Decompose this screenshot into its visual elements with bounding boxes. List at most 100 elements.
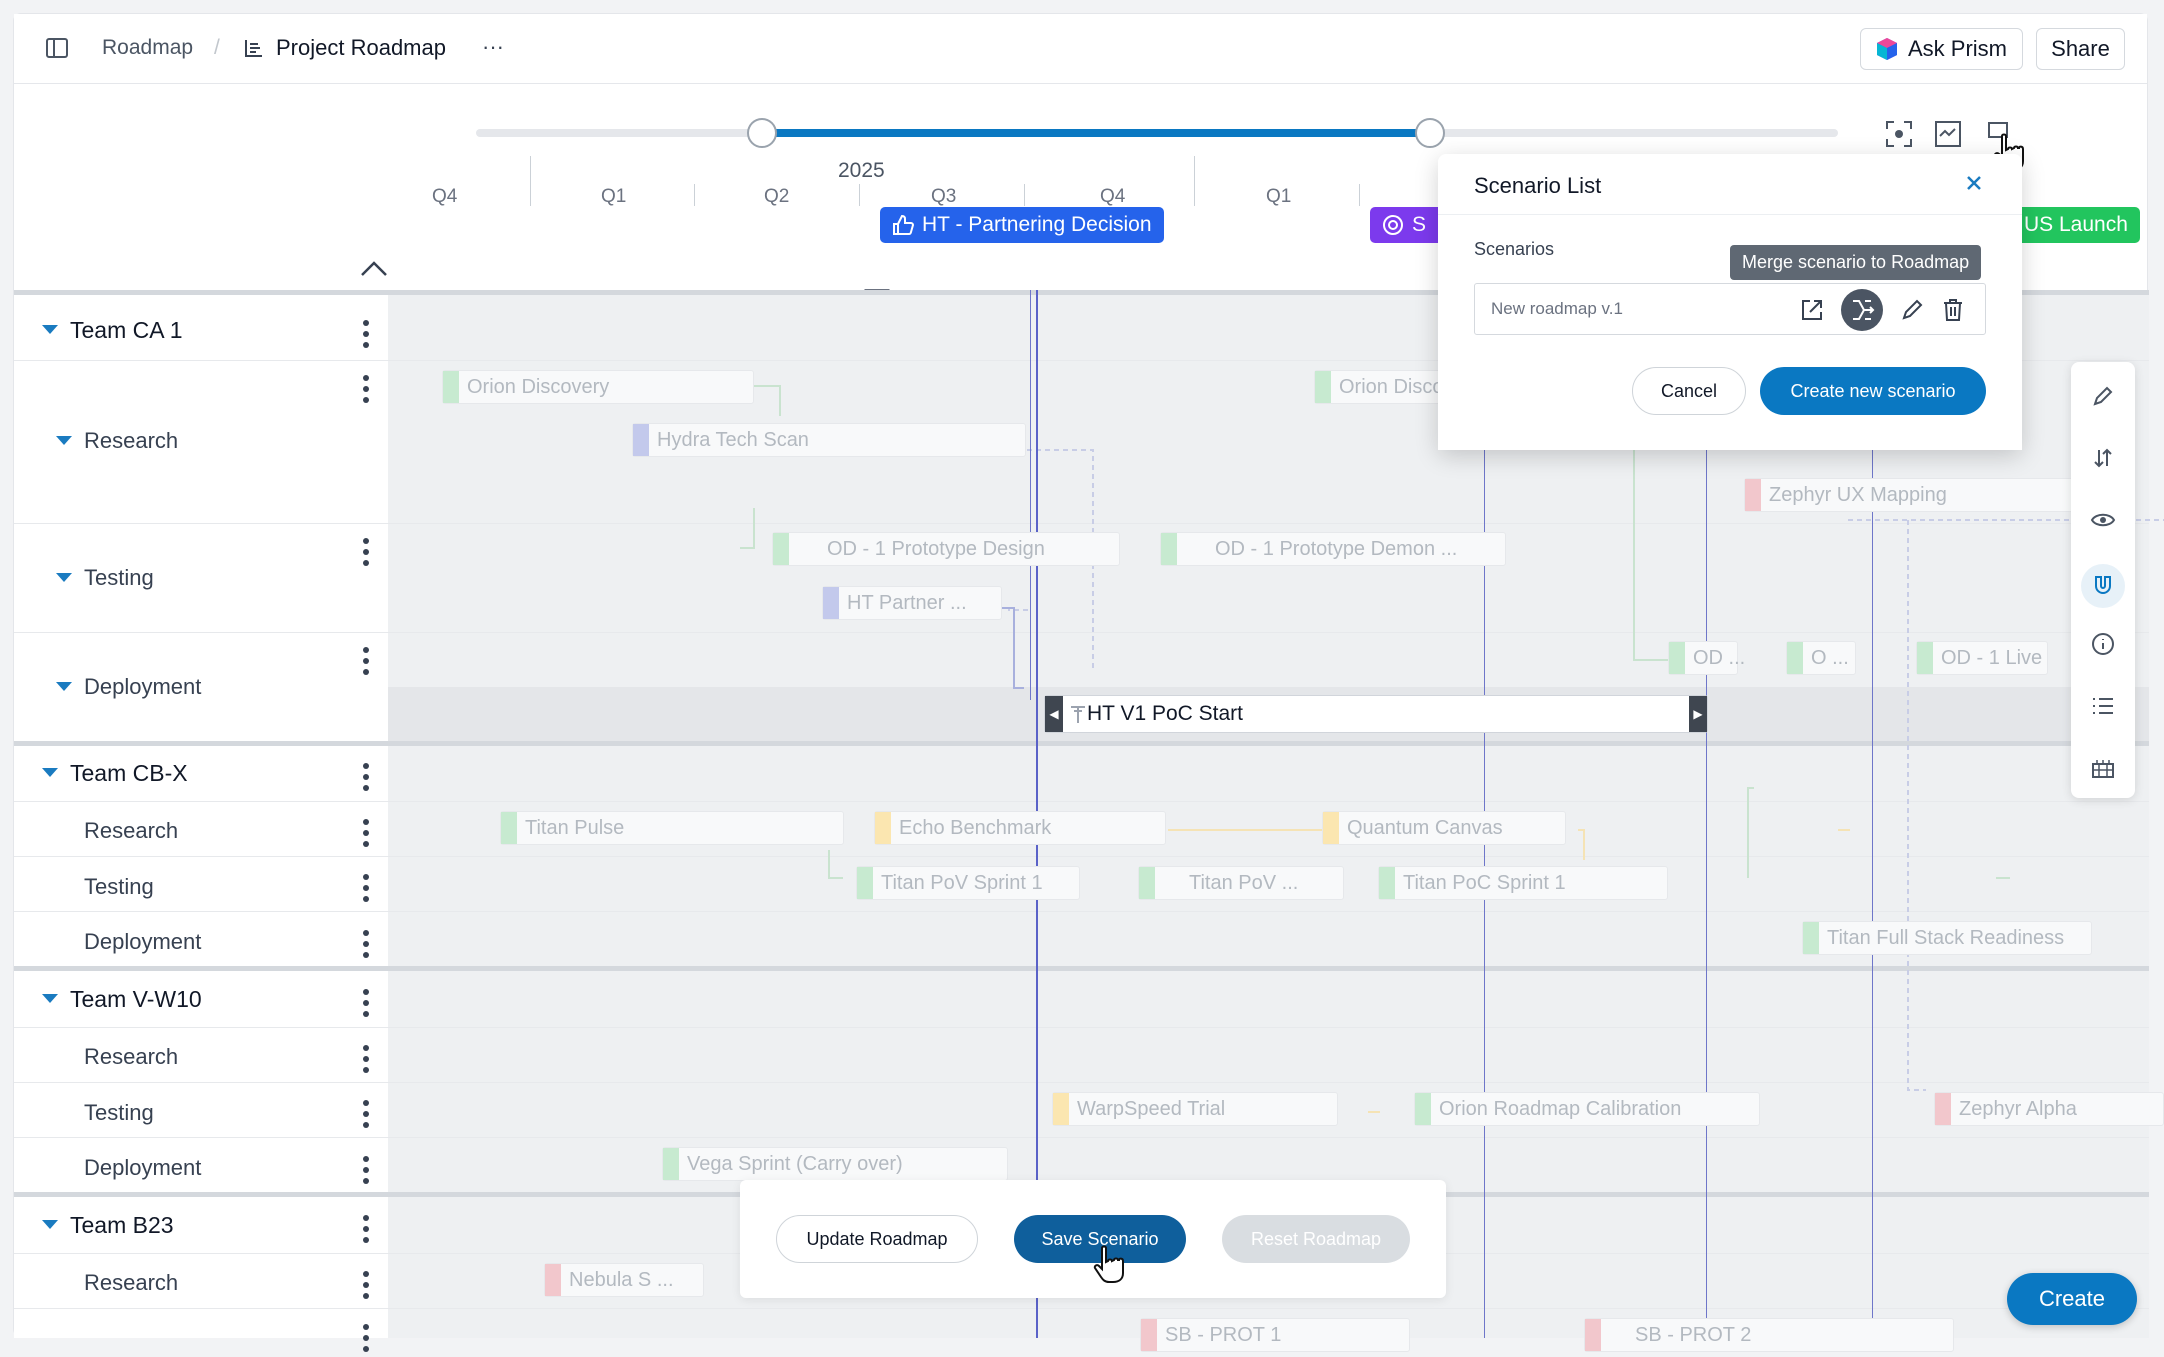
range-end-handle[interactable] (1415, 118, 1445, 148)
task-bar[interactable]: Orion Discovery (442, 370, 754, 404)
task-bar[interactable]: Hydra Tech Scan (632, 423, 1026, 457)
task-bar[interactable]: Titan PoV ... (1138, 866, 1344, 900)
task-bar[interactable]: Titan PoC Sprint 1 (1378, 866, 1668, 900)
task-bar[interactable]: Vega Sprint (Carry over) (662, 1147, 1008, 1181)
reset-roadmap-button[interactable]: Reset Roadmap (1222, 1215, 1410, 1263)
share-button[interactable]: Share (2036, 28, 2125, 70)
edit-icon[interactable] (1899, 297, 1925, 323)
expand-triangle-icon[interactable] (42, 1220, 58, 1229)
row-menu-icon[interactable] (363, 1156, 369, 1189)
row-menu-icon[interactable] (363, 819, 369, 852)
task-bar[interactable]: WarpSpeed Trial (1052, 1092, 1338, 1126)
expand-triangle-icon[interactable] (42, 994, 58, 1003)
info-icon (2092, 633, 2114, 655)
divider (14, 632, 388, 633)
expand-triangle-icon[interactable] (42, 325, 58, 334)
task-bar[interactable]: HT Partner ... (822, 586, 1002, 620)
capacity-tool[interactable] (2085, 750, 2121, 786)
divider (388, 290, 2149, 295)
row-menu-icon[interactable] (363, 647, 369, 680)
merge-scenario-button[interactable] (1841, 289, 1883, 331)
sort-tool[interactable] (2085, 440, 2121, 476)
task-bar[interactable]: Zephyr Alpha (1934, 1092, 2164, 1126)
breadcrumb-roadmap[interactable]: Roadmap (102, 36, 194, 59)
row-menu-icon[interactable] (363, 1045, 369, 1078)
sort-icon (2094, 448, 2112, 468)
task-bar[interactable]: Orion Roadmap Calibration (1414, 1092, 1760, 1126)
scenario-name: New roadmap v.1 (1491, 299, 1623, 318)
delete-icon[interactable] (1941, 297, 1965, 323)
team-menu-icon[interactable] (363, 1215, 369, 1248)
task-bar-ht-v1-poc[interactable]: ◀ HT V1 PoC Start ▶ (1044, 695, 1708, 733)
expand-triangle-icon[interactable] (56, 436, 72, 445)
task-bar[interactable]: OD - 1 Prototype Design (772, 532, 1120, 566)
task-bar[interactable]: OD - 1 Live (1916, 641, 2048, 675)
list-tool[interactable] (2085, 688, 2121, 724)
quarter-label: Q1 (1266, 186, 1292, 207)
milestone-label: HT - Partnering Decision (922, 213, 1152, 236)
row-menu-icon[interactable] (363, 375, 369, 408)
task-label: O ... (1811, 646, 1849, 669)
task-label: Echo Benchmark (899, 816, 1052, 839)
scenario-item[interactable]: New roadmap v.1 (1474, 283, 1986, 335)
milestone-label: US Launch (2024, 213, 2128, 236)
magnet-tool[interactable] (2081, 564, 2125, 608)
collapse-chevron-icon[interactable] (359, 260, 389, 278)
magnet-icon (2095, 576, 2111, 594)
task-bar[interactable]: Titan Full Stack Readiness (1802, 921, 2092, 955)
row-menu-icon[interactable] (363, 930, 369, 963)
row-menu-icon[interactable] (363, 538, 369, 571)
milestone-ht-partnering-decision[interactable]: HT - Partnering Decision (880, 207, 1164, 243)
task-bar[interactable]: SB - PROT 2 (1584, 1318, 1954, 1352)
quarter-label: Q3 (931, 186, 957, 207)
task-bar[interactable]: SB - PROT 1 (1140, 1318, 1410, 1352)
ask-prism-button[interactable]: Ask Prism (1860, 28, 2023, 70)
divider (14, 1082, 388, 1083)
save-scenario-button[interactable]: Save Scenario (1014, 1215, 1186, 1263)
resize-left-handle[interactable]: ◀ (1045, 696, 1063, 732)
task-bar[interactable]: Nebula S ... (544, 1263, 704, 1297)
team-menu-icon[interactable] (363, 989, 369, 1022)
task-bar[interactable]: O ... (1786, 641, 1856, 675)
create-new-scenario-button[interactable]: Create new scenario (1760, 367, 1986, 415)
row-menu-icon[interactable] (363, 1324, 369, 1357)
task-bar[interactable]: Quantum Canvas (1322, 811, 1566, 845)
update-roadmap-button[interactable]: Update Roadmap (776, 1215, 978, 1263)
expand-triangle-icon[interactable] (42, 768, 58, 777)
open-external-icon[interactable] (1799, 297, 1825, 323)
task-bar[interactable]: Zephyr UX Mapping (1744, 478, 2124, 512)
more-options-button[interactable]: ··· (482, 34, 504, 59)
compare-icon[interactable] (1934, 120, 1962, 148)
expand-triangle-icon[interactable] (56, 682, 72, 691)
task-bar[interactable]: Orion Disco (1314, 370, 1454, 404)
row-menu-icon[interactable] (363, 1100, 369, 1133)
range-start-handle[interactable] (747, 118, 777, 148)
expand-triangle-icon[interactable] (56, 573, 72, 582)
team-menu-icon[interactable] (363, 320, 369, 353)
scenario-icon[interactable] (1986, 120, 2012, 146)
task-bar[interactable]: Echo Benchmark (874, 811, 1166, 845)
focus-icon[interactable] (1885, 120, 1913, 148)
team-menu-icon[interactable] (363, 763, 369, 796)
cancel-button[interactable]: Cancel (1632, 367, 1746, 415)
row-menu-icon[interactable] (363, 1271, 369, 1304)
edit-tool[interactable] (2085, 378, 2121, 414)
visibility-tool[interactable] (2085, 502, 2121, 538)
task-bar[interactable]: Titan Pulse (500, 811, 844, 845)
resize-right-handle[interactable]: ▶ (1689, 696, 1707, 732)
divider (14, 966, 388, 971)
row-menu-icon[interactable] (363, 874, 369, 907)
quarter-label: Q4 (1100, 186, 1126, 207)
breadcrumb-separator: / (214, 36, 220, 59)
task-bar[interactable]: Titan PoV Sprint 1 (856, 866, 1080, 900)
sidebar-toggle-icon[interactable] (46, 38, 68, 58)
divider (14, 741, 388, 746)
task-bar[interactable]: OD ... (1668, 641, 1745, 675)
update-roadmap-label: Update Roadmap (806, 1228, 948, 1249)
info-tool[interactable] (2085, 626, 2121, 662)
task-bar[interactable]: OD - 1 Prototype Demon ... (1160, 532, 1506, 566)
create-button[interactable]: Create (2007, 1273, 2137, 1325)
task-label: WarpSpeed Trial (1077, 1097, 1226, 1120)
close-icon[interactable] (1965, 174, 1983, 192)
milestone-us-launch[interactable]: US Launch (2008, 207, 2140, 243)
